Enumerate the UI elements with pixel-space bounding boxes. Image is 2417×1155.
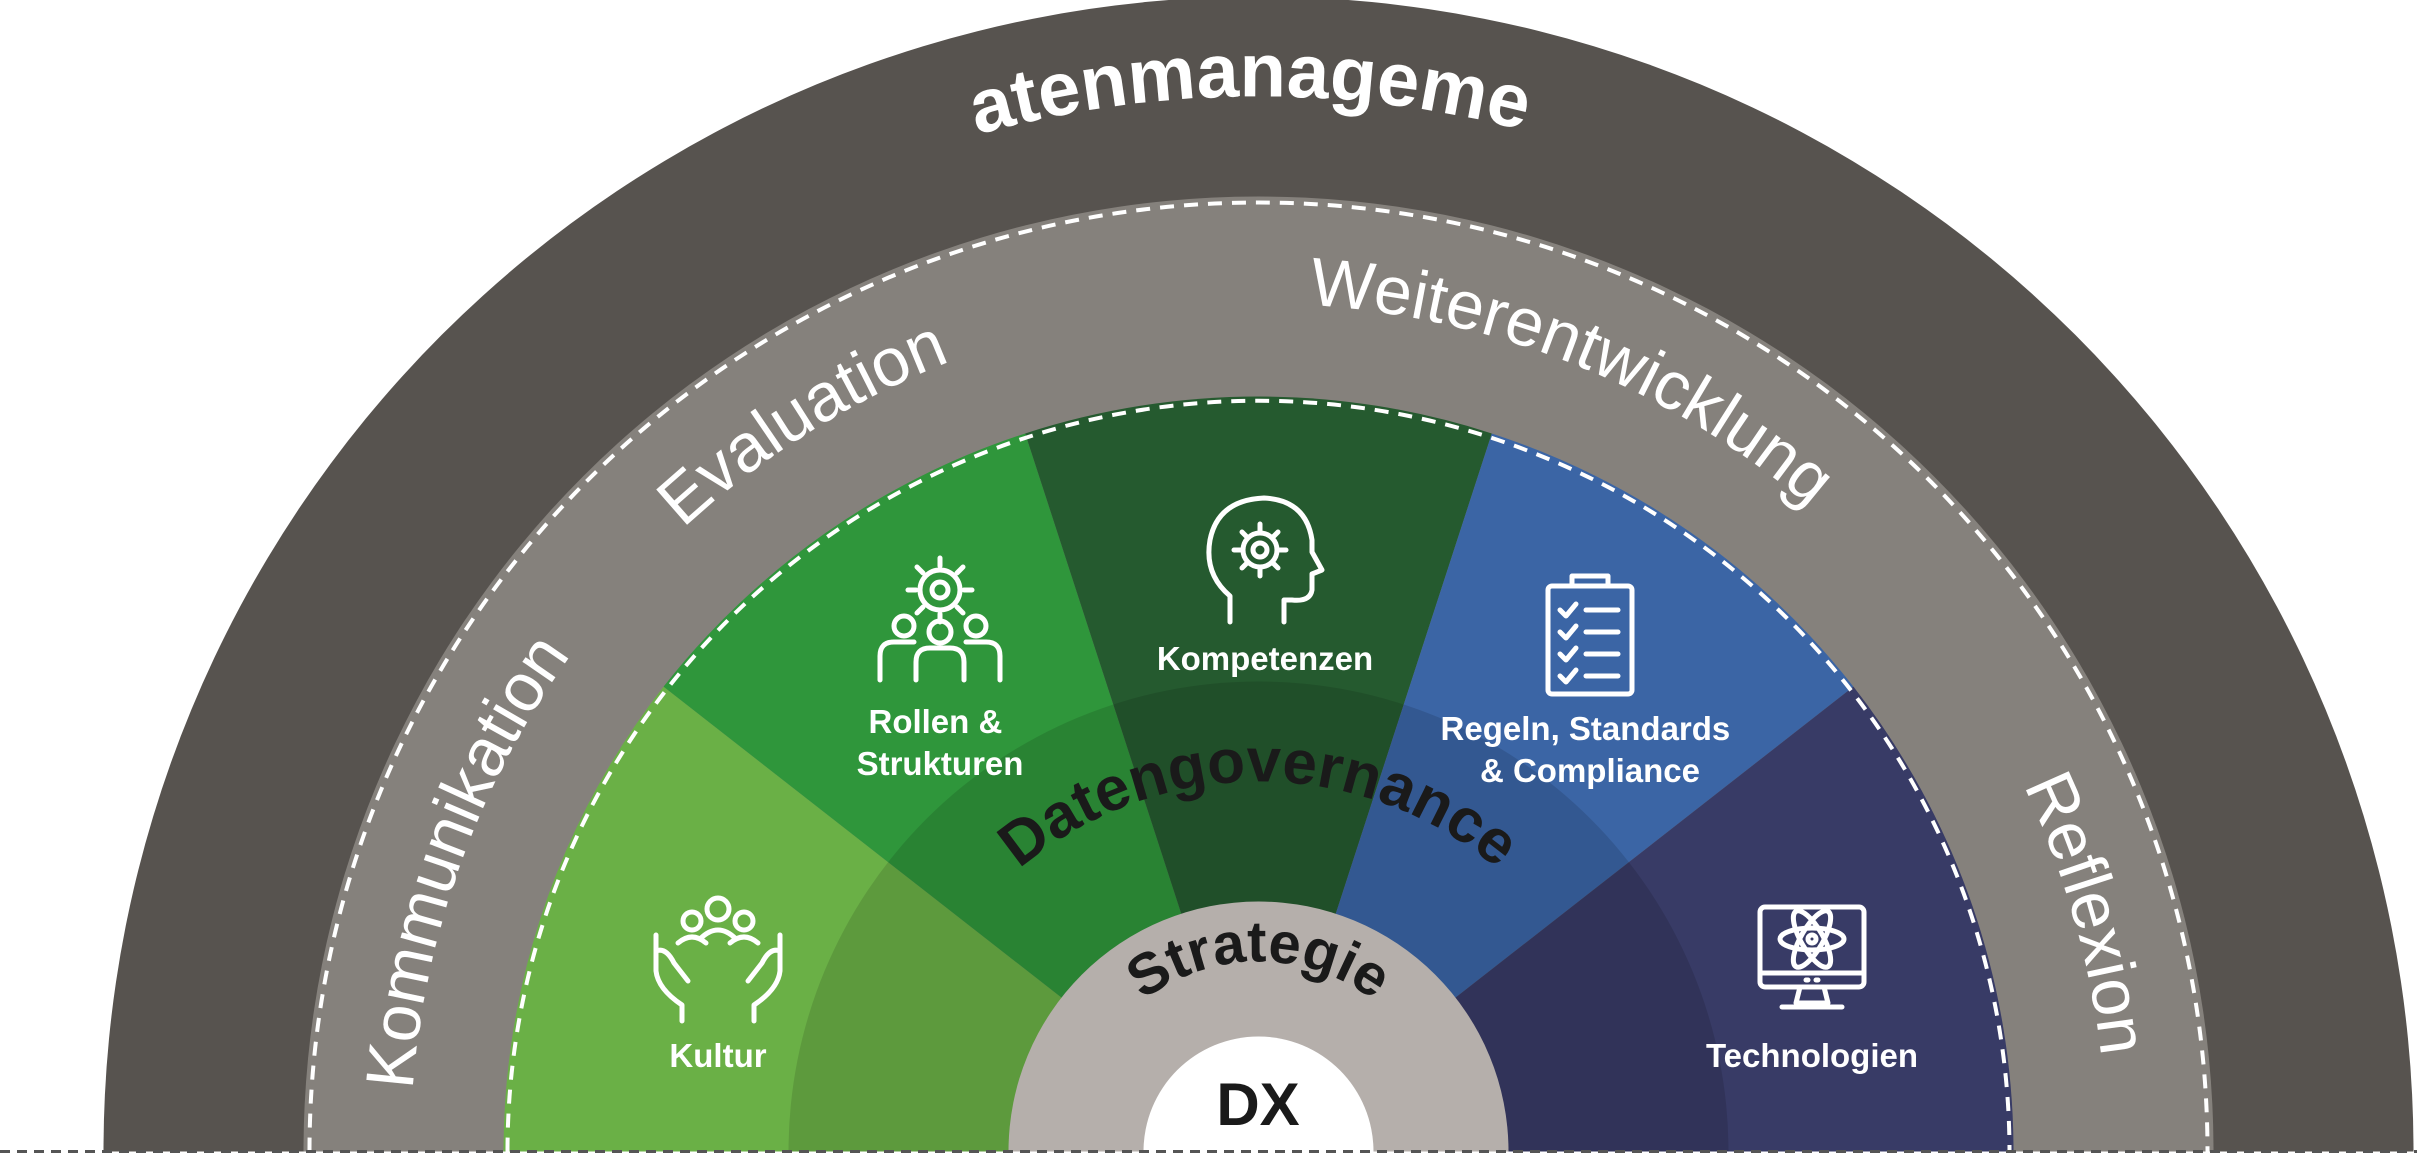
head-gear-icon (1206, 495, 1325, 625)
dashed-divider-inner (505, 398, 2012, 1152)
clipboard-checklist-icon (1545, 573, 1635, 697)
center-disc (1143, 1036, 1374, 1152)
hands-group-icon (653, 895, 783, 1024)
team-gear-icon (877, 555, 1003, 683)
segment-label-kultur: Kultur (669, 1037, 766, 1074)
atom-monitor-icon (1757, 904, 1867, 1010)
segment-label-rollen-strukturen: Rollen & Strukturen (857, 703, 1024, 782)
label-dx: DX (1216, 1071, 1299, 1138)
segment-label-regeln-standards-compliance: Regeln, Standards & Compliance (1441, 710, 1740, 789)
segment-label-kompetenzen: Kompetenzen (1157, 640, 1373, 677)
segment-label-technologien: Technologien (1706, 1037, 1918, 1074)
segment-kompetenzen (1025, 396, 1492, 1152)
strategy-ring (1008, 901, 1509, 1152)
dashed-divider-outer (307, 200, 2210, 1152)
